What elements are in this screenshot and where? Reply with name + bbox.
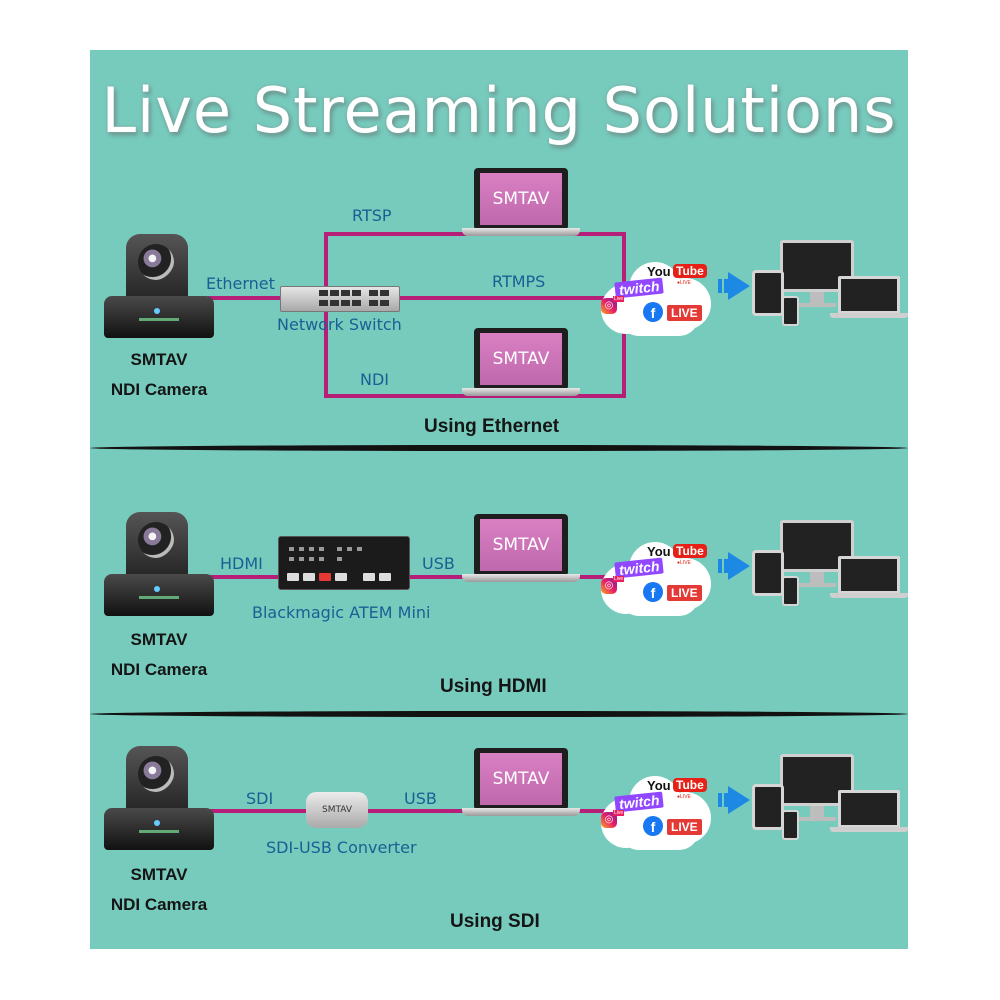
- youtube-tube: Tube: [673, 264, 707, 278]
- camera-brand-label: SMTAV: [130, 630, 188, 649]
- instagram-icon: ◎: [601, 578, 617, 594]
- diagram-panel: Live Streaming Solutions SMTAV NDI Camer…: [90, 50, 908, 949]
- cable-stream: [576, 575, 612, 579]
- laptop-icon: SMTAV: [462, 748, 580, 818]
- youtube-live: ●LIVE: [677, 280, 691, 286]
- caption-hdmi: Using HDMI: [440, 676, 547, 697]
- caption-ethernet: Using Ethernet: [424, 416, 560, 437]
- converter-label: SDI-USB Converter: [266, 838, 417, 857]
- cable-rtmps: [398, 296, 626, 300]
- streaming-cloud-icon: You Tube ●LIVE twitch ◎ Live f LIVE: [593, 770, 713, 858]
- youtube-live: ●LIVE: [677, 560, 691, 566]
- facebook-icon: f: [643, 816, 663, 836]
- facebook-live: LIVE: [667, 819, 702, 835]
- laptop-icon: SMTAV: [462, 328, 580, 398]
- devices-icon: [750, 754, 908, 844]
- converter-icon: SMTAV: [306, 792, 368, 828]
- facebook-live: LIVE: [667, 585, 702, 601]
- section-divider: [90, 445, 908, 451]
- atem-switcher-icon: [278, 536, 410, 590]
- instagram-live: Live: [613, 576, 625, 582]
- atem-label: Blackmagic ATEM Mini: [252, 603, 431, 622]
- youtube-tube: Tube: [673, 778, 707, 792]
- camera-model-label: NDI Camera: [110, 660, 208, 679]
- link-ethernet-label: Ethernet: [206, 274, 275, 293]
- youtube-you: You: [647, 544, 671, 559]
- cable-sdi: [208, 809, 308, 813]
- arrow-right-icon: [718, 272, 752, 300]
- laptop-icon: SMTAV: [462, 168, 580, 238]
- devices-icon: [750, 240, 908, 330]
- facebook-live: LIVE: [667, 305, 702, 321]
- instagram-icon: ◎: [601, 812, 617, 828]
- instagram-icon: ◎: [601, 298, 617, 314]
- route-rtmps-label: RTMPS: [492, 272, 546, 291]
- youtube-live: ●LIVE: [677, 794, 691, 800]
- laptop-screen-text: SMTAV: [480, 173, 562, 225]
- ptz-camera-icon: [104, 746, 214, 851]
- camera-brand-label: SMTAV: [130, 865, 188, 884]
- cable-hdmi: [208, 575, 278, 579]
- network-switch-label: Network Switch: [277, 315, 402, 334]
- page-title: Live Streaming Solutions: [101, 74, 897, 147]
- youtube-you: You: [647, 264, 671, 279]
- laptop-screen-text: SMTAV: [480, 519, 562, 571]
- arrow-right-icon: [718, 786, 752, 814]
- camera-model-label: NDI Camera: [110, 380, 208, 399]
- cable-ethernet: [208, 296, 282, 300]
- network-switch-icon: [280, 286, 400, 312]
- facebook-icon: f: [643, 302, 663, 322]
- youtube-tube: Tube: [673, 544, 707, 558]
- cable-stream: [576, 809, 612, 813]
- arrow-right-icon: [718, 552, 752, 580]
- cable-usb: [368, 809, 470, 813]
- streaming-cloud-icon: You Tube ●LIVE twitch ◎ Live f LIVE: [593, 536, 713, 624]
- ptz-camera-icon: [104, 512, 214, 617]
- route-ndi-label: NDI: [360, 370, 390, 389]
- devices-icon: [750, 520, 908, 610]
- section-divider: [90, 711, 908, 717]
- instagram-live: Live: [613, 296, 625, 302]
- link-sdi-label: SDI: [246, 789, 274, 808]
- link-hdmi-label: HDMI: [220, 554, 263, 573]
- ptz-camera-icon: [104, 234, 214, 339]
- link-usb-label: USB: [404, 789, 437, 808]
- streaming-cloud-icon: You Tube ●LIVE twitch ◎ Live f LIVE: [593, 256, 713, 344]
- youtube-you: You: [647, 778, 671, 793]
- cable-usb: [408, 575, 470, 579]
- caption-sdi: Using SDI: [450, 911, 540, 932]
- laptop-screen-text: SMTAV: [480, 333, 562, 385]
- camera-model-label: NDI Camera: [110, 895, 208, 914]
- laptop-icon: SMTAV: [462, 514, 580, 584]
- facebook-icon: f: [643, 582, 663, 602]
- route-rtsp-label: RTSP: [352, 206, 392, 225]
- link-usb-label: USB: [422, 554, 455, 573]
- laptop-screen-text: SMTAV: [480, 753, 562, 805]
- camera-brand-label: SMTAV: [130, 350, 188, 369]
- instagram-live: Live: [613, 810, 625, 816]
